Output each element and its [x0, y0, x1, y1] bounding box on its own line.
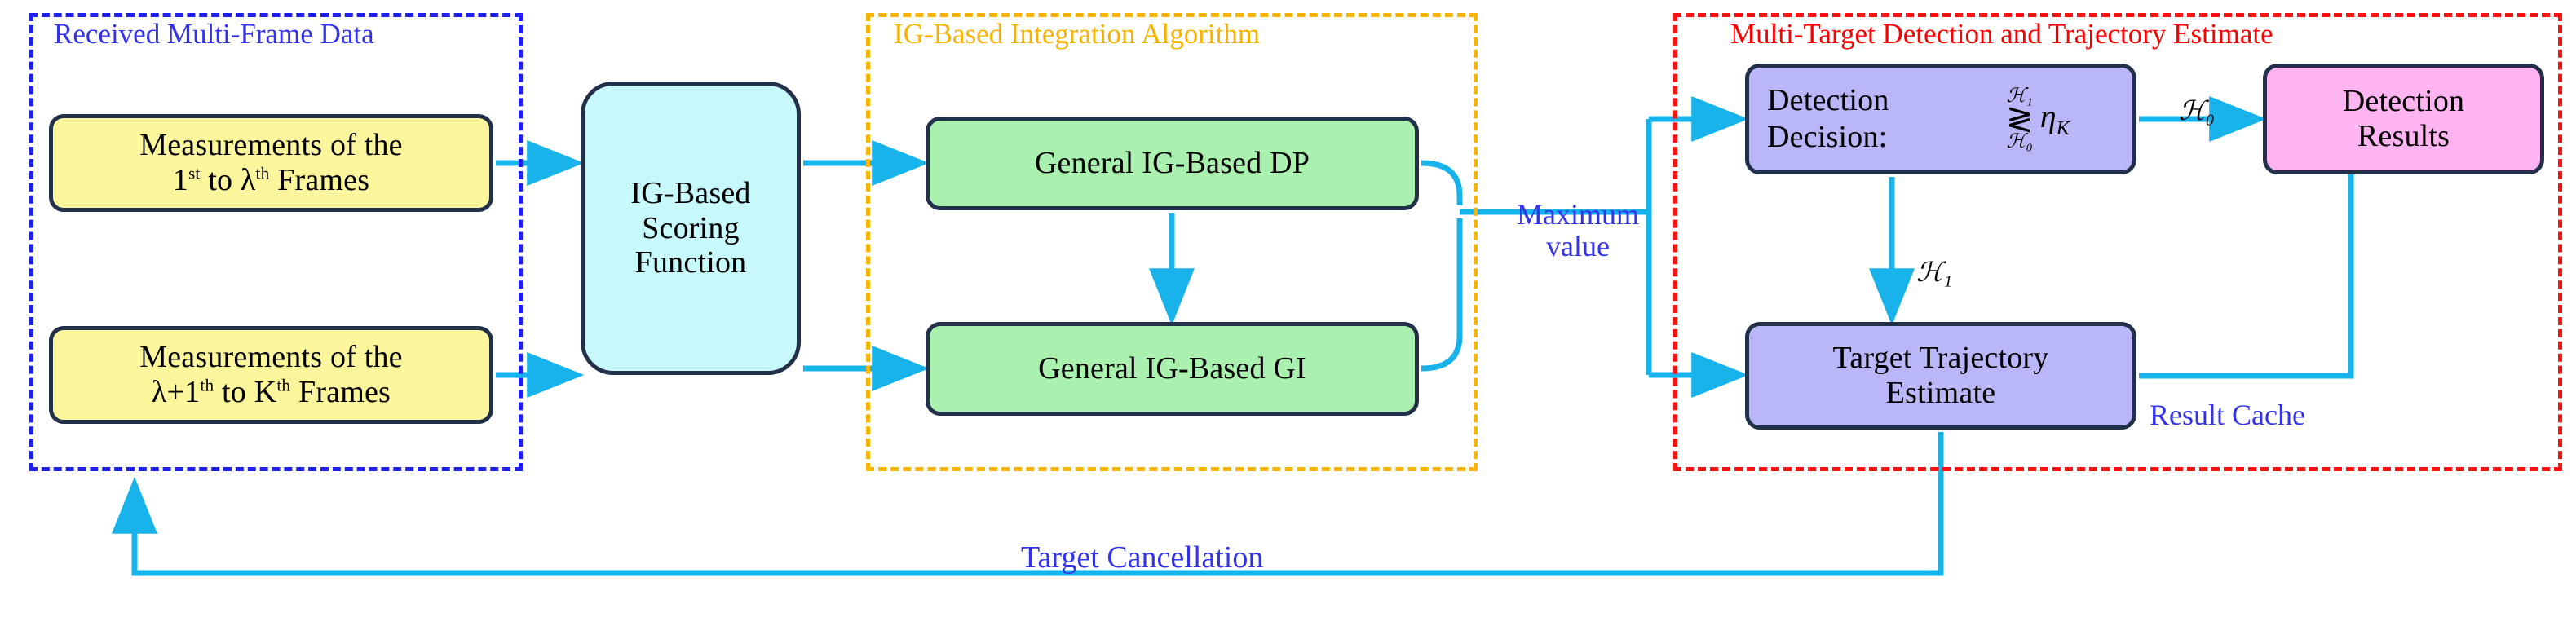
- box-target-trajectory-estimate[interactable]: Target Trajectory Estimate: [1745, 322, 2136, 430]
- box-measurements-second-frames[interactable]: Measurements of the λ+1th to Kth Frames: [49, 326, 493, 424]
- trajectory-line2: Estimate: [1885, 376, 1996, 410]
- threshold-eta: ηK: [2039, 97, 2070, 139]
- box-measurements-first-line1: Measurements of the: [139, 128, 403, 163]
- label-maximum-value: Maximum value: [1496, 199, 1659, 262]
- label-hypothesis-h0: ℋ₀: [2179, 97, 2216, 126]
- group-received-multi-frame-data: [29, 13, 523, 471]
- hypothesis-h0-lower: ℋ₀: [2006, 131, 2034, 152]
- maximum-value-line1: Maximum: [1517, 198, 1639, 231]
- hypothesis-stack: ℋ₁ ≷ ℋ₀: [2006, 86, 2034, 152]
- decision-threshold-expression: ℋ₁ ≷ ℋ₀ ηK: [2006, 86, 2070, 152]
- label-hypothesis-h1: ℋ₁: [1916, 258, 1953, 288]
- group-multi-target-detection: [1673, 13, 2562, 471]
- box-measurements-first-line2: 1st to λth Frames: [172, 163, 370, 197]
- general-dp-label: General IG-Based DP: [1034, 146, 1310, 181]
- box-ig-based-scoring-function[interactable]: IG-Based Scoring Function: [581, 82, 801, 375]
- group-ig-based-integration-algorithm: [866, 13, 1478, 471]
- threshold-subscript: K: [2056, 117, 2070, 139]
- superscript-th-2: th: [276, 375, 291, 395]
- detection-results-line1: Detection: [2342, 84, 2465, 119]
- box-general-ig-based-gi[interactable]: General IG-Based GI: [926, 322, 1419, 416]
- decision-line2: Decision:: [1767, 120, 1888, 154]
- box-detection-decision[interactable]: Detection Decision: ℋ₁ ≷ ℋ₀ ηK: [1745, 64, 2136, 174]
- superscript-th: th: [255, 163, 270, 183]
- label-result-cache: Result Cache: [2150, 399, 2305, 431]
- greater-less-icon: ≷: [2006, 100, 2034, 137]
- superscript-st: st: [188, 163, 201, 183]
- scoring-line2: Scoring: [642, 210, 740, 245]
- decision-line1: Detection: [1767, 83, 1889, 118]
- maximum-value-line2: value: [1546, 229, 1610, 262]
- group-integration-title: IG-Based Integration Algorithm: [894, 18, 1261, 50]
- general-gi-label: General IG-Based GI: [1038, 351, 1306, 386]
- label-target-cancellation: Target Cancellation: [1021, 540, 1264, 575]
- box-measurements-second-line2: λ+1th to Kth Frames: [151, 375, 391, 409]
- detection-decision-text: Detection Decision:: [1767, 82, 1889, 156]
- box-measurements-first-frames[interactable]: Measurements of the 1st to λth Frames: [49, 114, 493, 212]
- detection-results-line2: Results: [2357, 119, 2450, 153]
- group-detection-title: Multi-Target Detection and Trajectory Es…: [1730, 18, 2273, 50]
- box-measurements-second-line1: Measurements of the: [139, 340, 403, 375]
- group-received-title: Received Multi-Frame Data: [54, 18, 374, 50]
- hypothesis-h1-upper: ℋ₁: [2006, 86, 2034, 107]
- scoring-line3: Function: [634, 245, 747, 280]
- scoring-line1: IG-Based: [630, 176, 751, 211]
- box-detection-results[interactable]: Detection Results: [2263, 64, 2544, 174]
- box-general-ig-based-dp[interactable]: General IG-Based DP: [926, 117, 1419, 210]
- trajectory-line1: Target Trajectory: [1832, 341, 2049, 376]
- superscript-th-1: th: [200, 375, 214, 395]
